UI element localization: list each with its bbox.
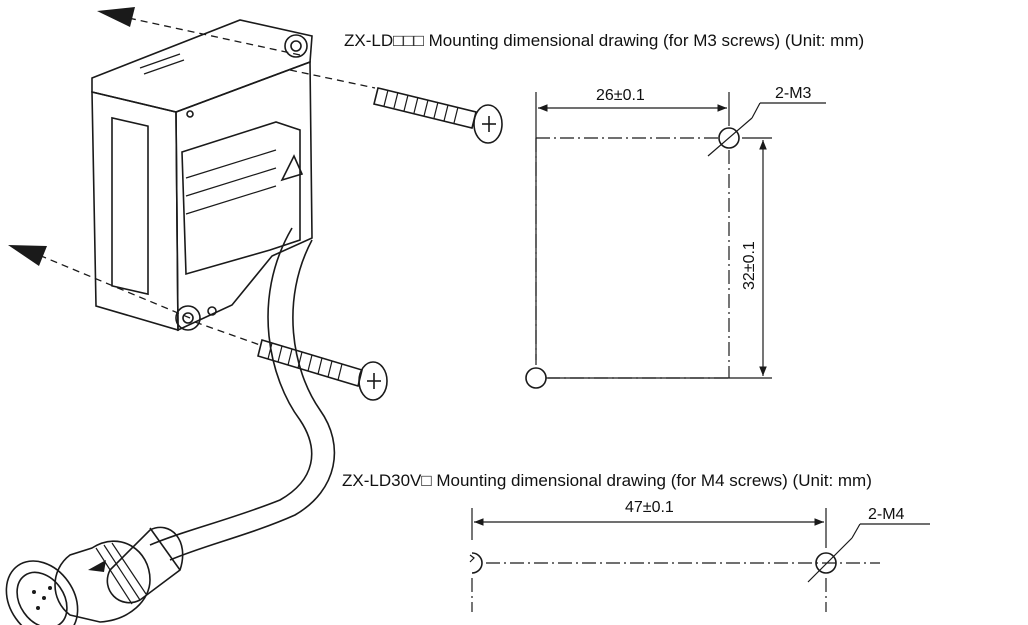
lower-mount-hole-icon [175,305,201,331]
connector-icon [5,526,184,625]
m4-dimension-drawing: ZX-LD30V□ Mounting dimensional drawing (… [342,471,930,612]
callout-leader [751,102,761,119]
upper-screw-axis [289,69,376,89]
upper-screw-icon [373,87,503,144]
window-line [185,185,277,215]
m4-hole-callout: 2-M4 [868,506,905,523]
upper-mount-hole-icon [284,34,308,58]
m3-dimension-drawing: ZX-LD□□□ Mounting dimensional drawing (f… [344,31,864,389]
window-line [185,149,277,179]
housing-side-face [175,60,313,332]
lower-mount-hole-icon [182,312,194,324]
mount-hole-icon [718,127,740,149]
upper-direction-arrow [97,7,135,27]
cable-outline-outer [149,227,313,546]
upper-mount-hole-icon [290,40,302,52]
cable-outline-inner [169,239,336,561]
emitter-window [111,116,149,296]
horizontal-dimension-label: 47±0.1 [625,499,674,516]
vertical-dimension-label: 32±0.1 [741,241,758,290]
mount-hole-icon [815,552,837,574]
horizontal-dimension-label: 26±0.1 [596,87,645,104]
m4-drawing-title: ZX-LD30V□ Mounting dimensional drawing (… [342,471,872,490]
lower-screw-axis [194,321,261,346]
lower-mount-axis [21,247,191,319]
partial-mount-hole-icon [469,554,475,563]
window-line [185,167,277,197]
sensor-illustration [5,7,503,625]
callout-leader [707,117,753,157]
screw-dot [207,306,217,316]
partial-mount-hole-icon [471,552,483,574]
top-slot [139,53,181,69]
top-slot [143,59,185,75]
lower-screw-icon [257,338,388,401]
lower-direction-arrow [8,245,47,266]
m3-drawing-title: ZX-LD□□□ Mounting dimensional drawing (f… [344,31,864,50]
indicator-triangle [280,154,304,182]
screw-dot [186,110,194,118]
callout-leader [851,523,861,539]
connector-arrow-icon [88,560,106,572]
callout-leader [807,537,853,583]
receiver-window [181,121,301,276]
m3-hole-callout: 2-M3 [775,85,812,102]
housing-front-face [91,90,179,332]
mount-hole-icon [525,367,547,389]
